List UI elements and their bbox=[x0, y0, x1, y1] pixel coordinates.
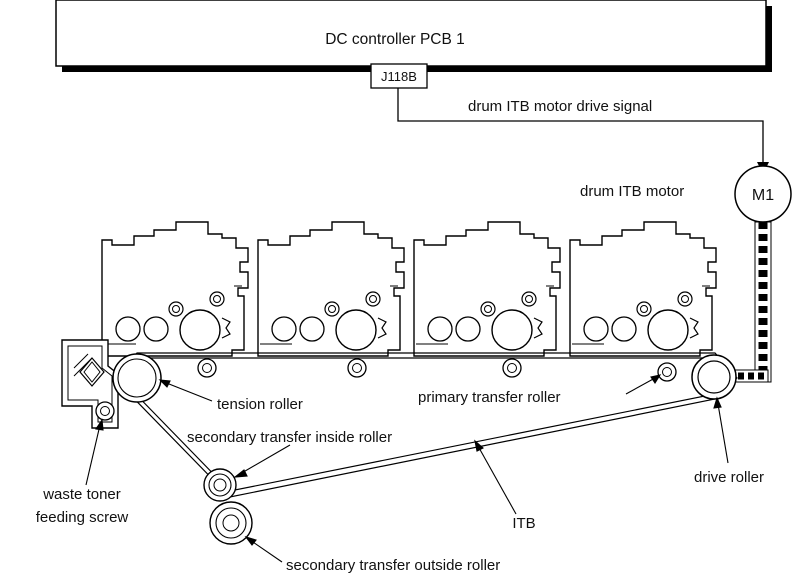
drum-itb-motor: drum ITB motor M1 bbox=[580, 165, 792, 223]
connector-j118b: J118B bbox=[370, 63, 428, 89]
secondary-transfer-inside-roller-shape bbox=[203, 468, 237, 502]
motor-drive-chain bbox=[727, 221, 772, 383]
cartridge bbox=[569, 221, 717, 357]
connector-label: J118B bbox=[381, 69, 417, 84]
cartridge bbox=[257, 221, 405, 357]
motor-id: M1 bbox=[752, 187, 774, 204]
primary-transfer-roller-label: primary transfer roller bbox=[418, 389, 561, 406]
leader-arrows bbox=[85, 374, 729, 563]
tension-roller-label: tension roller bbox=[217, 396, 303, 413]
secondary-transfer-outside-roller-shape bbox=[209, 501, 253, 545]
dc-controller-pcb: DC controller PCB 1 bbox=[55, 0, 772, 72]
signal-label: drum ITB motor drive signal bbox=[468, 98, 652, 115]
drive-roller-label: drive roller bbox=[694, 469, 764, 486]
pcb-title: DC controller PCB 1 bbox=[325, 31, 465, 48]
waste-toner-unit bbox=[61, 339, 119, 429]
waste-toner-label-line2: feeding screw bbox=[36, 509, 129, 526]
primary-transfer-rollers bbox=[197, 358, 677, 382]
secondary-outside-roller-label: secondary transfer outside roller bbox=[286, 557, 500, 574]
cartridge bbox=[413, 221, 561, 357]
cartridge bbox=[101, 221, 249, 357]
waste-toner-label-line1: waste toner bbox=[42, 486, 121, 503]
itb-label: ITB bbox=[512, 515, 535, 532]
process-cartridges bbox=[101, 221, 717, 357]
tension-roller bbox=[112, 353, 162, 403]
motor-label: drum ITB motor bbox=[580, 183, 684, 200]
drive-signal-line: drum ITB motor drive signal bbox=[397, 88, 769, 174]
secondary-inside-roller-label: secondary transfer inside roller bbox=[187, 429, 392, 446]
drive-roller-shape bbox=[691, 354, 737, 400]
